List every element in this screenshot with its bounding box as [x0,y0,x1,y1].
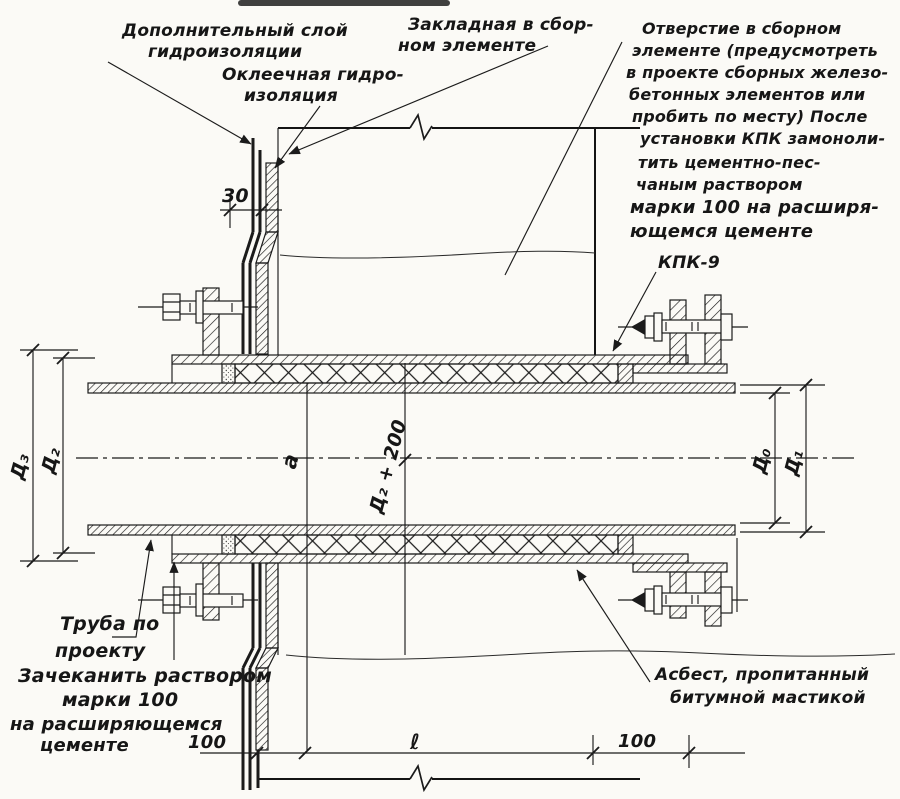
dim-d2-plus-200: Д₂ + 200 [365,417,411,516]
dim-d1: Д₁ [780,447,808,478]
callout-additional-layer-2: гидроизоляции [148,42,302,62]
note-hole-line4: бетонных элементов или [629,85,865,104]
note-hole-line5: пробить по месту) После [632,107,868,126]
note-hole-line7: тить цементно-пес- [638,153,821,172]
dim-30: 30 [222,185,249,207]
callout-caulk-2: марки 100 [62,689,178,711]
note-hole-line1: Отверстие в сборном [642,19,841,38]
callout-glued-waterproofing: Оклеечная гидро- [222,65,404,85]
waterproofing-layers [241,138,279,790]
note-hole-line6: установки КПК замоноли- [640,129,885,148]
callout-additional-layer: Дополнительный слой [121,21,348,41]
note-hole-line2: элементе (предусмотреть [632,41,878,60]
dimension-lines [20,198,825,768]
callout-asbestos-2: битумной мастикой [670,688,866,708]
pipe-wall-top [87,382,736,394]
callout-caulk: Зачеканить раствором [17,665,272,687]
caulked-mortar-bottom [221,534,236,555]
callout-pipe-2: проекту [55,640,147,662]
callout-caulk-4: цементе [40,735,129,756]
callout-caulk-3: на расширяющемся [10,714,223,735]
dim-wall-thickness: ℓ [409,730,420,754]
callout-embedded-part: Закладная в сбор- [407,15,594,35]
dim-100-left: 100 [188,732,226,753]
callouts: Дополнительный слой гидроизоляции Оклееч… [10,15,888,756]
callout-asbestos: Асбест, пропитанный [653,665,869,685]
flange-plates [171,287,728,627]
callout-glued-waterproofing-2: изоляция [244,86,338,106]
bolt-bottom-right [618,585,748,615]
dim-100-right: 100 [618,731,656,752]
note-hole-line3: в проекте сборных железо- [626,63,888,82]
dim-d2: Д₂ [37,445,65,477]
pipe [76,382,858,536]
note-hole-line9: марки 100 на расширя- [630,197,879,218]
dim-a: a [277,451,304,471]
note-hole-line10: ющемся цементе [630,221,813,242]
bolt-top-right [618,312,748,342]
pipe-wall-bottom [87,524,736,536]
callout-pipe: Труба по [60,613,159,635]
bolt-bottom-left [138,583,258,617]
dim-d0: Д₀ [748,445,776,476]
callout-kpk-model: КПК-9 [658,253,720,273]
leader-lines [107,41,657,683]
note-hole-line8: чаным раствором [636,175,803,194]
dim-d3: Д₃ [6,451,34,483]
caulked-mortar-top [221,363,236,384]
scan-artifact [238,0,450,6]
bolt-top-left [138,290,258,324]
callout-embedded-part-2: ном элементе [398,36,536,56]
